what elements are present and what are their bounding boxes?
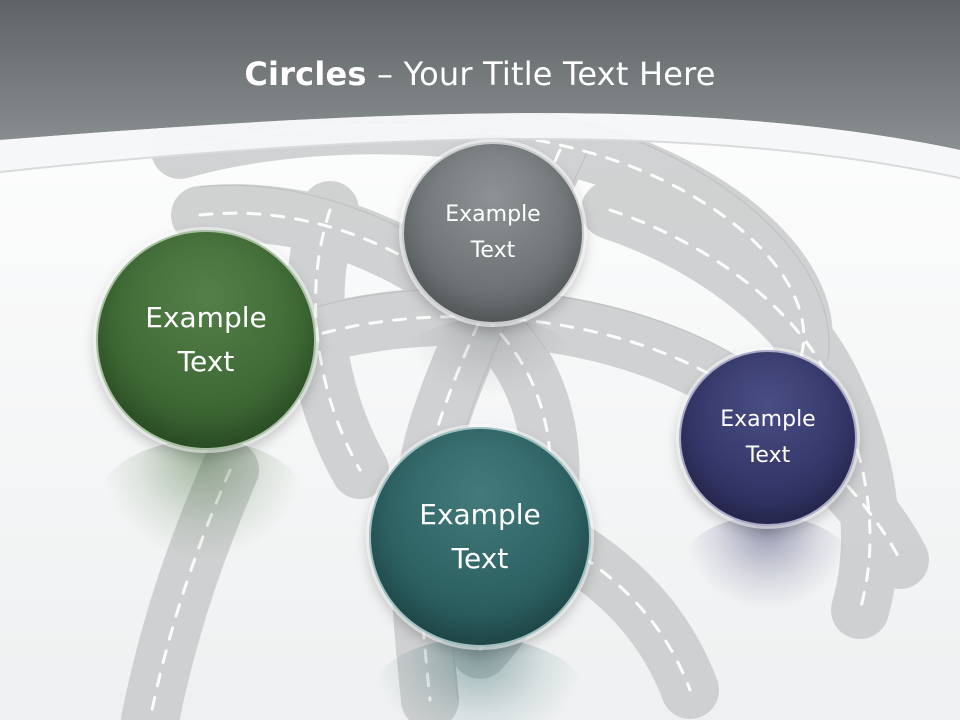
circle-gray-label: Example Text bbox=[445, 202, 541, 263]
navy-circle-reflection bbox=[683, 516, 851, 611]
header-curve-highlight bbox=[0, 113, 960, 178]
slide-title: Circles – Your Title Text Here bbox=[0, 52, 960, 96]
circle-green-label: Example Text bbox=[145, 301, 267, 378]
circle-teal[interactable]: Example Text bbox=[369, 427, 591, 647]
green-circle-reflection bbox=[100, 440, 305, 560]
title-bold: Circles bbox=[244, 55, 367, 93]
circle-green[interactable]: Example Text bbox=[96, 230, 316, 450]
teal-circle-reflection bbox=[372, 638, 584, 720]
circle-gray[interactable]: Example Text bbox=[402, 142, 584, 324]
header-band bbox=[0, 0, 960, 150]
circle-navy-label: Example Text bbox=[720, 407, 816, 468]
circle-navy[interactable]: Example Text bbox=[679, 350, 857, 526]
circle-teal-label: Example Text bbox=[419, 498, 541, 575]
title-rest: – Your Title Text Here bbox=[366, 55, 716, 93]
gray-circle-reflection bbox=[405, 318, 575, 398]
